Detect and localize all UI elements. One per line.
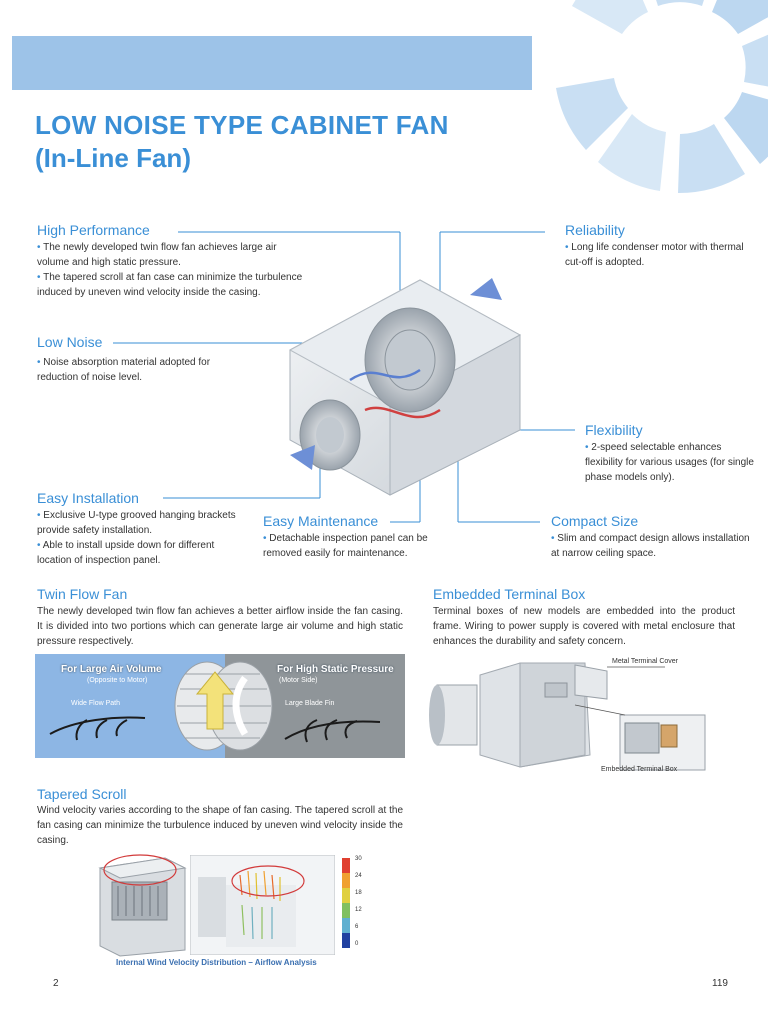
scale-tick: 12	[355, 907, 362, 913]
feature-easy-installation-bullets: • Exclusive U-type grooved hanging brack…	[37, 510, 236, 566]
decorative-wheel-graphic	[556, 0, 768, 194]
feature-low-noise-bullets: • Noise absorption material adopted for …	[37, 357, 211, 383]
bullet-text: The tapered scroll at fan case can minim…	[37, 272, 303, 298]
section-title-tapered-scroll: Tapered Scroll	[37, 786, 127, 802]
scale-tick: 18	[355, 890, 362, 896]
tapered-scroll-text: Wind velocity varies according to the sh…	[37, 805, 403, 846]
bullet-text: Noise absorption material adopted for re…	[37, 357, 211, 383]
cabinet-fan-illustration	[288, 278, 522, 496]
bullet-text: Slim and compact design allows installat…	[551, 533, 750, 559]
feature-title-high-performance: High Performance	[37, 222, 150, 238]
feature-high-performance-bullets: • The newly developed twin flow fan achi…	[37, 242, 303, 298]
feature-title-easy-installation: Easy Installation	[37, 490, 139, 506]
page-subtitle: (In-Line Fan)	[35, 143, 191, 173]
feature-compact-size-bullets: • Slim and compact design allows install…	[551, 533, 750, 559]
diagram-label-high-static-pressure: For High Static Pressure	[277, 664, 394, 675]
feature-title-reliability: Reliability	[565, 222, 625, 238]
header-band	[12, 36, 532, 90]
twin-flow-fan-text: The newly developed twin flow fan achiev…	[37, 606, 403, 647]
footer-page-left: 2	[53, 978, 59, 989]
scale-tick: 6	[355, 924, 359, 930]
diagram-label-large-air-volume: For Large Air Volume	[61, 664, 162, 675]
bullet-text: Able to install upside down for differen…	[37, 540, 215, 566]
feature-title-low-noise: Low Noise	[37, 334, 103, 350]
velocity-color-scale	[342, 858, 350, 948]
bullet-text: Exclusive U-type grooved hanging bracket…	[37, 510, 236, 536]
feature-reliability-bullets: • Long life condenser motor with thermal…	[565, 242, 744, 268]
page-number: 119	[712, 978, 728, 989]
page-title: LOW NOISE TYPE CABINET FAN	[35, 110, 449, 140]
scale-tick: 0	[355, 941, 359, 947]
diagram-sub-opposite-motor: (Opposite to Motor)	[87, 677, 148, 684]
section-title-embedded-terminal-box: Embedded Terminal Box	[433, 586, 586, 602]
airflow-analysis-illustration	[190, 855, 335, 955]
tapered-scroll-casing-illustration	[98, 854, 187, 957]
feature-title-easy-maintenance: Easy Maintenance	[263, 513, 379, 529]
twin-flow-fan-diagram: For Large Air Volume (Opposite to Motor)…	[35, 654, 405, 758]
feature-title-flexibility: Flexibility	[585, 422, 643, 438]
airflow-analysis-caption: Internal Wind Velocity Distribution – Ai…	[116, 958, 317, 967]
terminal-box-illustration	[429, 662, 706, 771]
scale-tick: 30	[355, 856, 362, 862]
twin-flow-diagram-graphic	[35, 654, 405, 758]
diagram-note-large-blade-fin: Large Blade Fin	[285, 700, 335, 707]
label-metal-terminal-cover: Metal Terminal Cover	[612, 658, 679, 665]
bullet-text: Detachable inspection panel can be remov…	[263, 533, 428, 559]
bullet-text: Long life condenser motor with thermal c…	[565, 242, 744, 268]
embedded-terminal-box-text: Terminal boxes of new models are embedde…	[433, 606, 735, 647]
label-embedded-terminal-box: Embedded Terminal Box	[601, 766, 678, 773]
bullet-text: The newly developed twin flow fan achiev…	[37, 242, 277, 268]
section-title-twin-flow-fan: Twin Flow Fan	[37, 586, 128, 602]
diagram-sub-motor-side: (Motor Side)	[279, 677, 318, 684]
diagram-note-wide-flow-path: Wide Flow Path	[71, 700, 121, 707]
feature-easy-maintenance-bullets: • Detachable inspection panel can be rem…	[263, 533, 428, 559]
feature-flexibility-bullets: • 2-speed selectable enhances flexibilit…	[585, 442, 754, 483]
feature-title-compact-size: Compact Size	[551, 513, 639, 529]
scale-tick: 24	[355, 873, 362, 879]
bullet-text: 2-speed selectable enhances flexibility …	[585, 442, 754, 483]
